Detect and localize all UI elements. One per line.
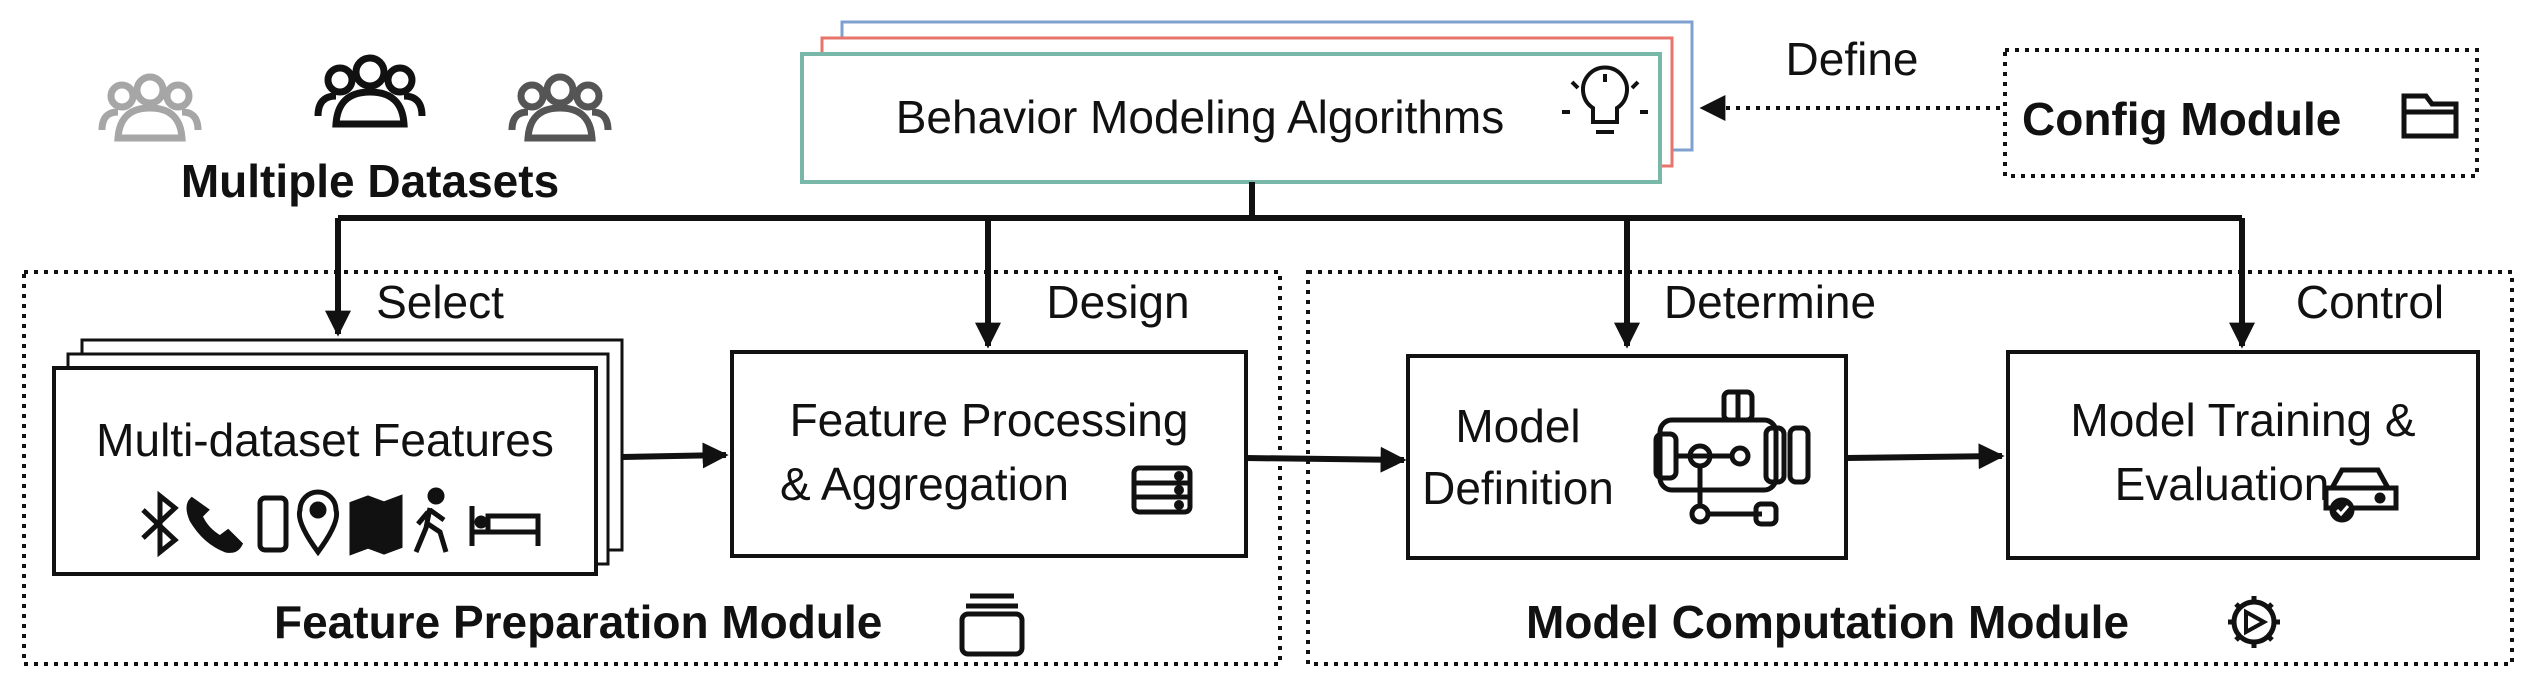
location-pin-dot xyxy=(309,501,327,519)
training-box xyxy=(2006,350,2480,560)
feature-module-border xyxy=(22,270,1282,666)
define-label: Define xyxy=(1786,33,1919,85)
server-icon xyxy=(1131,465,1193,515)
algorithms-label: Behavior Modeling Algorithms xyxy=(896,91,1505,143)
users-icon-light xyxy=(98,73,202,142)
config-label: Config Module xyxy=(2022,93,2341,145)
smartphone-icon xyxy=(257,495,289,553)
config-module-group: Define Config Module xyxy=(1699,33,2479,178)
design-label: Design xyxy=(1046,276,1189,328)
processing-line2: & Aggregation xyxy=(780,458,1069,510)
config-box xyxy=(2003,48,2479,178)
phone-icon xyxy=(186,496,244,553)
folder-icon xyxy=(2401,93,2459,139)
location-pin-icon xyxy=(296,489,340,557)
stack-icon xyxy=(959,593,1025,657)
processing-to-definition-arrow xyxy=(1245,446,1407,473)
bed-icon xyxy=(469,506,541,546)
map-icon xyxy=(349,494,403,556)
circuit-diagram-icon xyxy=(1653,389,1811,527)
feature-icons xyxy=(141,487,541,558)
features-label: Multi-dataset Features xyxy=(96,414,554,466)
processing-line1: Feature Processing xyxy=(790,394,1189,446)
model-computation-module: Determine Control Model Definition Model… xyxy=(1306,270,2514,666)
training-line2: Evaluation xyxy=(2115,458,2330,510)
control-label: Control xyxy=(2296,276,2444,328)
definition-line1: Model xyxy=(1455,400,1580,452)
model-module-label: Model Computation Module xyxy=(1526,596,2129,648)
definition-box xyxy=(1406,354,1848,560)
bluetooth-icon xyxy=(141,490,179,558)
datasets-title: Multiple Datasets xyxy=(181,155,559,207)
feature-module-label: Feature Preparation Module xyxy=(274,596,882,648)
processing-box xyxy=(730,350,1248,558)
training-line1: Model Training & xyxy=(2070,394,2415,446)
feature-preparation-module: Select Design Multi-dataset Features xyxy=(22,270,1282,666)
users-icon-medium xyxy=(508,73,612,142)
lightbulb-icon xyxy=(1562,65,1648,134)
model-module-border xyxy=(1306,270,2514,666)
algorithms-box xyxy=(800,52,1662,184)
determine-label: Determine xyxy=(1664,276,1876,328)
connectors xyxy=(325,182,2255,349)
algorithms-stack: Behavior Modeling Algorithms xyxy=(800,20,1694,184)
users-icon-dark xyxy=(314,54,426,128)
definition-to-training-arrow xyxy=(1845,443,2005,470)
multiple-datasets-group: Multiple Datasets xyxy=(98,54,612,207)
select-label: Select xyxy=(376,276,504,328)
car-check-icon xyxy=(2323,467,2399,523)
features-to-processing-arrow xyxy=(621,442,729,469)
walking-icon xyxy=(413,487,449,553)
gear-play-icon xyxy=(2228,596,2280,648)
definition-line2: Definition xyxy=(1422,462,1614,514)
